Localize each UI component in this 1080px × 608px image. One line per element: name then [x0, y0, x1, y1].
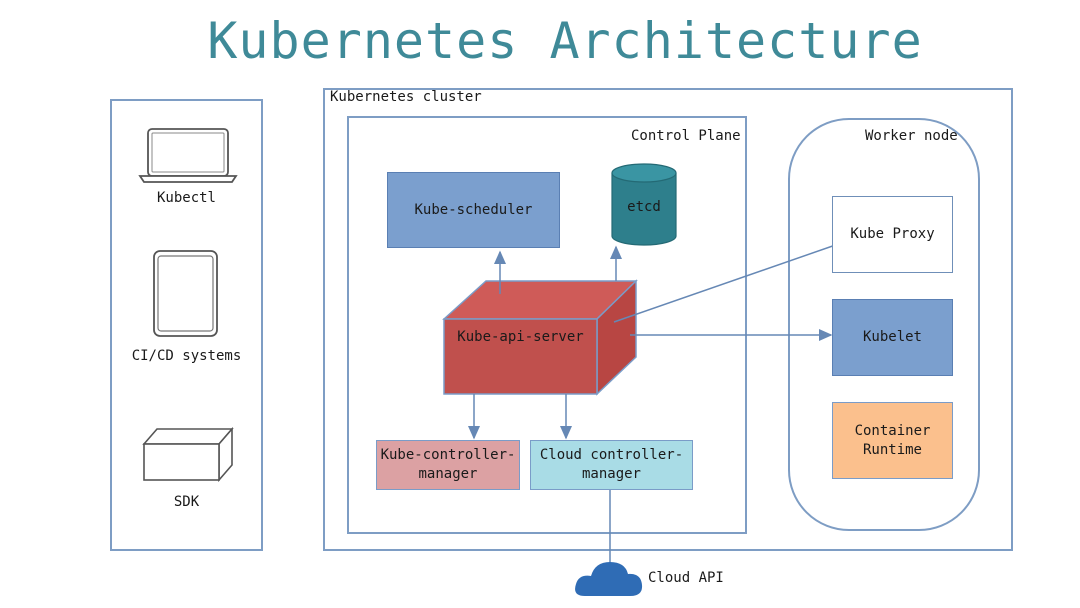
- etcd-cylinder: [611, 163, 677, 246]
- cloud-icon: [575, 562, 643, 596]
- kubectl-label: Kubectl: [156, 190, 216, 206]
- laptop-icon: [138, 128, 238, 183]
- control-plane-label: Control Plane: [631, 128, 741, 144]
- kube-controller-manager-label-line1: Kube-controller-: [380, 447, 516, 463]
- sdk-label: SDK: [173, 494, 200, 510]
- worker-node-box: [788, 118, 980, 531]
- kubernetes-cluster-box: [323, 88, 1013, 551]
- worker-node-label: Worker node: [865, 128, 958, 144]
- cloud-controller-manager-label-line2: manager: [581, 466, 641, 482]
- control-plane-box: [347, 116, 747, 534]
- cicd-label: CI/CD systems: [131, 348, 242, 364]
- page-title: Kubernetes Architecture: [207, 12, 923, 70]
- kube-api-server-box: [442, 279, 638, 396]
- line-api-to-kube-proxy: [613, 240, 848, 323]
- tablet-icon: [153, 250, 218, 337]
- sdk-box-icon: [142, 426, 234, 483]
- container-runtime-box: Container Runtime: [832, 402, 953, 479]
- kube-controller-manager-label-line2: manager: [418, 466, 478, 482]
- kube-api-server-label: Kube-api-server: [457, 329, 584, 345]
- container-runtime-label-line2: Runtime: [862, 441, 922, 458]
- kubelet-label: Kubelet: [862, 329, 922, 345]
- cloud-api-label: Cloud API: [648, 570, 724, 586]
- kubelet-box: Kubelet: [832, 299, 953, 376]
- cloud-controller-manager-label-line1: Cloud controller-: [539, 447, 684, 463]
- kube-proxy-label: Kube Proxy: [850, 226, 935, 242]
- clients-panel: [110, 99, 263, 551]
- etcd-label: etcd: [627, 199, 661, 215]
- kube-controller-manager-box: Kube-controller- manager: [376, 440, 520, 490]
- kubernetes-cluster-label: Kubernetes cluster: [330, 89, 482, 105]
- cloud-controller-manager-box: Cloud controller- manager: [530, 440, 693, 490]
- kube-proxy-box: Kube Proxy: [832, 196, 953, 273]
- kube-scheduler-box: Kube-scheduler: [387, 172, 560, 248]
- kube-scheduler-label: Kube-scheduler: [414, 201, 533, 218]
- container-runtime-label-line1: Container: [854, 422, 931, 439]
